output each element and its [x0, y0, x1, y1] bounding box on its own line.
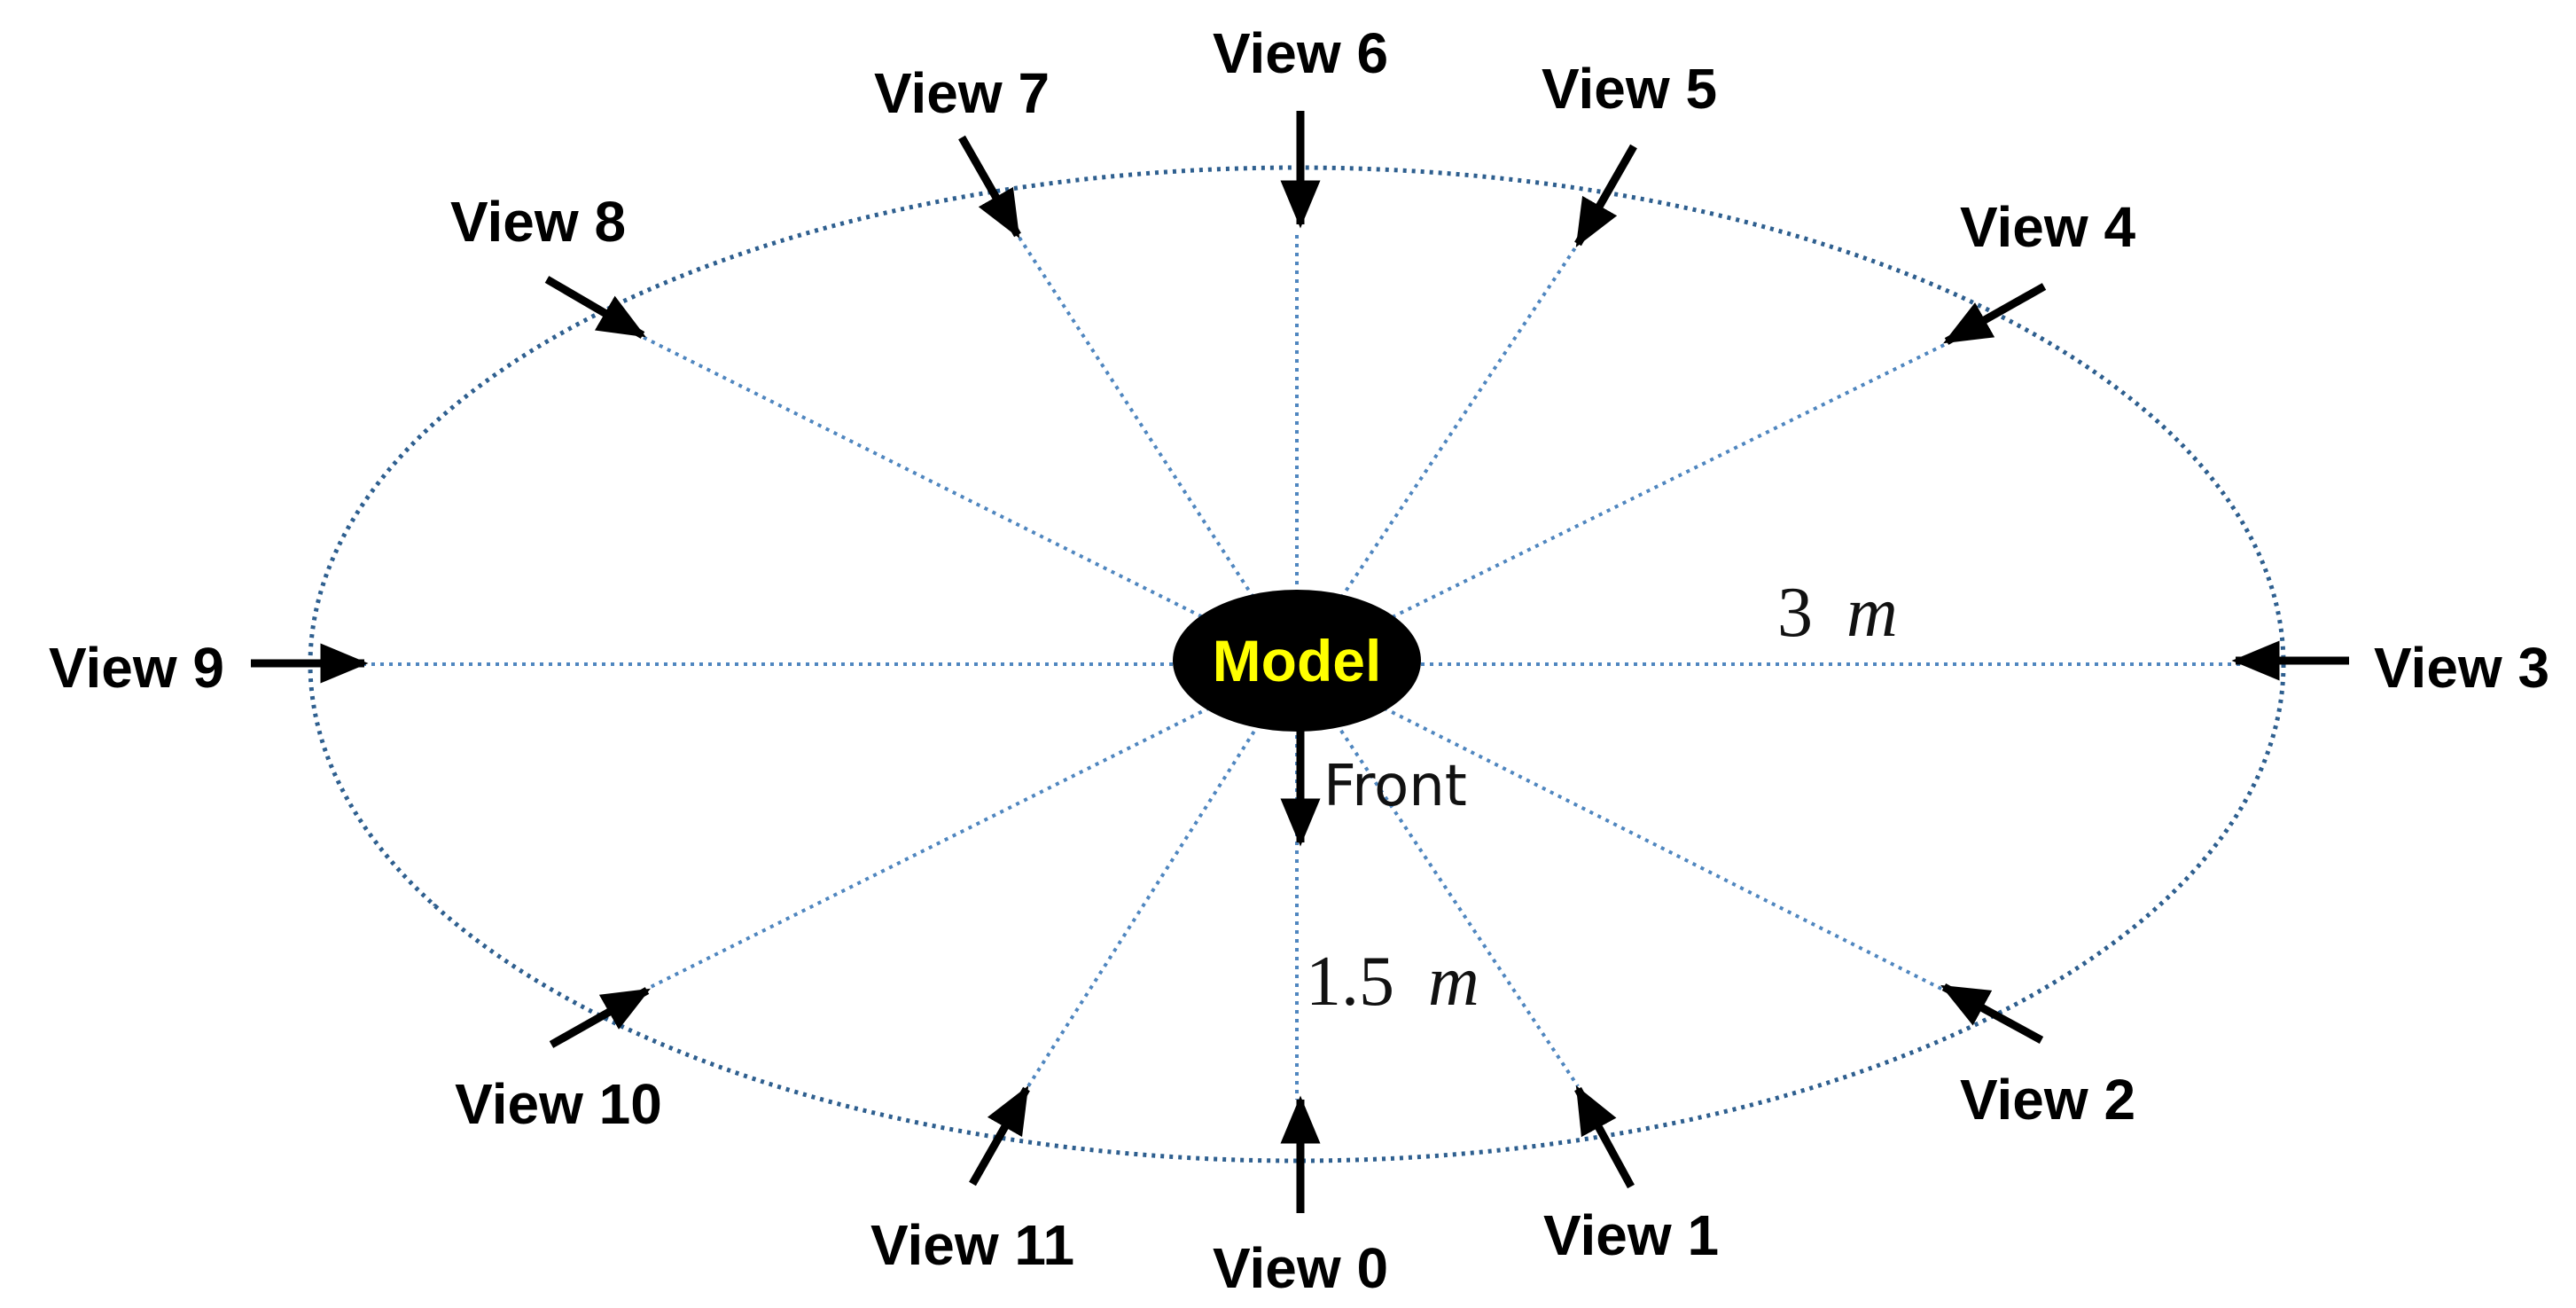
view-label-3: View 3 — [2374, 636, 2549, 700]
spoke-view-5 — [1295, 245, 1578, 666]
view-label-5: View 5 — [1542, 57, 1717, 121]
arrow-view-7 — [958, 135, 1021, 239]
view-label-0: View 0 — [1213, 1236, 1388, 1300]
spoke-view-10 — [646, 662, 1298, 991]
arrow-view-1 — [1574, 1085, 1635, 1189]
arrow-view-4 — [1943, 283, 2047, 345]
view-label-9: View 9 — [49, 636, 224, 700]
view-label-7: View 7 — [874, 61, 1050, 125]
view-labels: View 0 View 1 View 2 View 3 View 4 View … — [49, 21, 2549, 1300]
model-label: Model — [1213, 628, 1382, 693]
dimension-long-value: 3 — [1777, 574, 1813, 652]
dimension-long: 3 m — [1777, 574, 1898, 652]
spoke-view-1 — [1295, 662, 1580, 1088]
arrow-view-5 — [1574, 144, 1637, 247]
view-label-11: View 11 — [870, 1213, 1074, 1277]
dimension-short: 1.5 m — [1306, 943, 1479, 1021]
spoke-view-11 — [1025, 662, 1299, 1091]
view-label-10: View 10 — [455, 1072, 662, 1136]
view-label-2: View 2 — [1960, 1068, 2135, 1132]
spoke-view-4 — [1296, 342, 1947, 666]
dimension-long-unit: m — [1846, 574, 1898, 652]
view-label-8: View 8 — [450, 190, 626, 254]
arrow-view-2 — [1940, 983, 2044, 1044]
dimension-short-value: 1.5 — [1306, 943, 1394, 1021]
arrow-view-11 — [969, 1085, 1030, 1187]
arrow-view-8 — [544, 276, 646, 339]
view-arrows — [251, 111, 2349, 1213]
model-shape — [1173, 590, 1421, 732]
view-label-1: View 1 — [1543, 1203, 1719, 1267]
arrow-view-10 — [549, 987, 651, 1048]
spoke-view-8 — [642, 335, 1298, 666]
view-label-6: View 6 — [1213, 21, 1388, 85]
front-label: Front — [1323, 754, 1467, 819]
spoke-view-2 — [1296, 662, 1942, 991]
view-label-4: View 4 — [1960, 195, 2135, 259]
dimension-short-unit: m — [1428, 943, 1479, 1021]
